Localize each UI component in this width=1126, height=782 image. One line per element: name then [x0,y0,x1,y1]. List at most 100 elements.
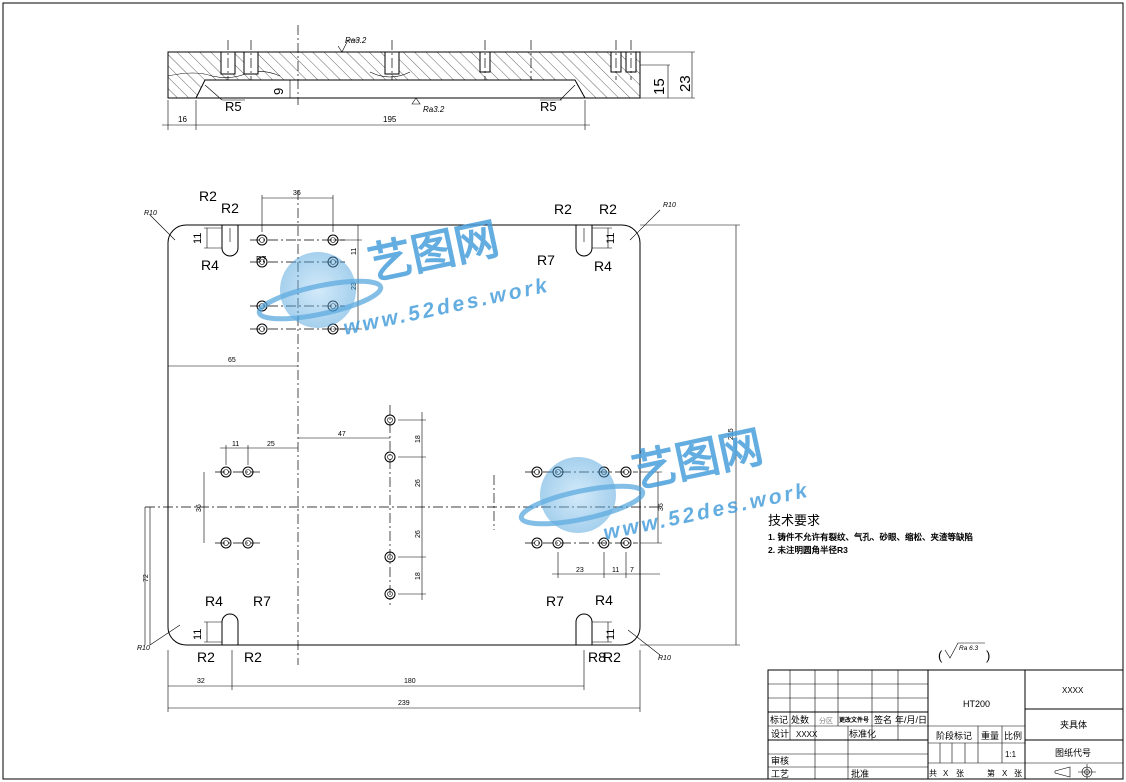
dim-tr-11: 11 [605,233,617,244]
tb-h-date: 年/月/日 [895,714,927,725]
roughness-bottom-label: Ra3.2 [423,105,445,114]
dim-18b: 18 [415,572,422,580]
globe-icon [518,457,646,533]
dim-br-r4: R4 [595,592,613,608]
dim-br-r8: R8 [588,649,606,665]
tech-req-item1: 1. 铸件不允许有裂纹、气孔、砂眼、缩松、夹渣等缺陷 [768,532,973,542]
dim-47: 47 [338,431,346,438]
dim-180: 180 [404,678,416,685]
plan-view: R10 R10 R10 R10 R2 R2 R4 11 R7 R2 R2 R4 … [137,188,740,712]
slot-top-left [204,225,239,257]
watermark-1: 艺图网 www.52des.work [256,214,552,340]
dim-bl-r4: R4 [205,593,223,609]
dim-26a: 26 [415,479,422,487]
dim-tr-r7: R7 [537,252,555,268]
dim-215: 215 [728,428,735,440]
svg-text:(: ( [938,648,943,663]
roughness-top-label: Ra3.2 [345,36,367,45]
plan-dim-lines [144,195,740,712]
slot-top-right [575,225,612,257]
dim-tr-r2a: R2 [554,201,572,217]
tb-zhang2: 张 [1014,769,1022,778]
slot-bottom-right [575,613,612,645]
dim-tl-11: 11 [192,233,204,244]
tb-sheets1: X [943,769,949,778]
plan-outline [167,224,641,646]
roughness-bottom-symbol: Ra3.2 [411,97,445,114]
title-block: 标记 处数 分区 更改文件号 签名 年/月/日 设计 XXXX 标准化 审核 工… [767,669,1124,780]
tb-h-sign: 签名 [874,714,892,725]
dim-11c: 11 [612,567,619,574]
tb-material: HT200 [963,699,990,709]
dim-tl-r7: R7 [256,255,267,264]
tb-weight: 重量 [981,730,999,741]
hole-group-center [384,405,396,605]
plan-dim-texts: R10 R10 R10 R10 R2 R2 R4 11 R7 R2 R2 R4 … [137,188,735,707]
dim-15: 15 [651,78,668,95]
dim-tr-r4: R4 [594,258,612,274]
dim-26b: 26 [415,530,422,538]
general-roughness: ( Ra 6.3 ) [938,642,990,663]
dim-r10-tr: R10 [663,202,676,209]
tb-h-doc: 更改文件号 [839,716,869,724]
dim-195: 195 [383,115,397,124]
dim-36v: 36 [196,504,203,512]
dim-72: 72 [143,574,150,582]
tb-di: 第 [987,768,995,778]
section-dims: 16 195 9 15 23 R5 R5 [162,51,695,130]
tb-standard: 标准化 [849,728,876,739]
tb-design: 设计 [771,728,789,739]
section-recess [195,79,586,99]
dim-r10-tl: R10 [144,210,157,217]
section-view: Ra3.2 Ra3.2 16 195 9 15 23 R5 [162,25,695,130]
hole-group-left [215,466,260,549]
dim-36: 36 [293,190,301,197]
projection-symbol-icon [1054,764,1096,779]
dim-23b: 23 [576,567,584,574]
roughness-general-label: Ra 6.3 [959,645,979,652]
tech-requirements: 技术要求 1. 铸件不允许有裂纹、气孔、砂眼、缩松、夹渣等缺陷 2. 未注明圆角… [768,513,973,555]
tb-scale: 比例 [1004,730,1022,741]
tb-craft: 工艺 [771,769,789,779]
dim-tl-r2b: R2 [221,200,239,216]
tb-h-mark: 标记 [770,714,788,725]
dim-16: 16 [178,115,187,124]
section-holes [220,25,637,105]
dim-r10-br: R10 [658,655,671,662]
tech-req-title: 技术要求 [768,513,820,528]
tb-sheets2: X [1002,769,1008,778]
globe-icon [256,252,384,328]
watermark-brand-1: 艺图网 [364,214,503,289]
dim-25: 25 [267,441,275,448]
tb-approve: 批准 [851,768,869,779]
dim-bl-r2a: R2 [197,649,215,665]
dim-br-11: 11 [605,629,617,640]
dim-bl-r7: R7 [253,593,271,609]
dim-tl-r2a: R2 [199,188,217,204]
dim-11a: 11 [351,248,358,255]
tb-h-zone: 分区 [819,716,833,725]
dim-br-r7: R7 [546,593,564,609]
tb-designer: XXXX [796,730,818,739]
dim-65: 65 [228,357,236,364]
svg-text:): ) [986,648,990,663]
roughness-top-symbol: Ra3.2 [337,36,367,53]
dim-32: 32 [197,678,205,685]
dim-36r: 36 [658,503,665,511]
dim-br-r2: R2 [603,649,621,665]
watermark-brand-2: 艺图网 [628,422,767,497]
dim-7: 7 [630,567,634,574]
dim-11b: 11 [232,441,239,448]
dim-r10-bl: R10 [137,645,150,652]
dim-bl-r2b: R2 [244,649,262,665]
dim-18a: 18 [415,435,422,443]
dim-r5-left: R5 [225,99,242,114]
tb-review: 审核 [771,755,789,766]
tb-total: 共 [929,769,937,778]
dim-239: 239 [398,700,410,707]
dim-tr-r2b: R2 [599,201,617,217]
tb-scale-val: 1:1 [1005,750,1017,759]
tb-part-name: 夹具体 [1060,719,1087,730]
